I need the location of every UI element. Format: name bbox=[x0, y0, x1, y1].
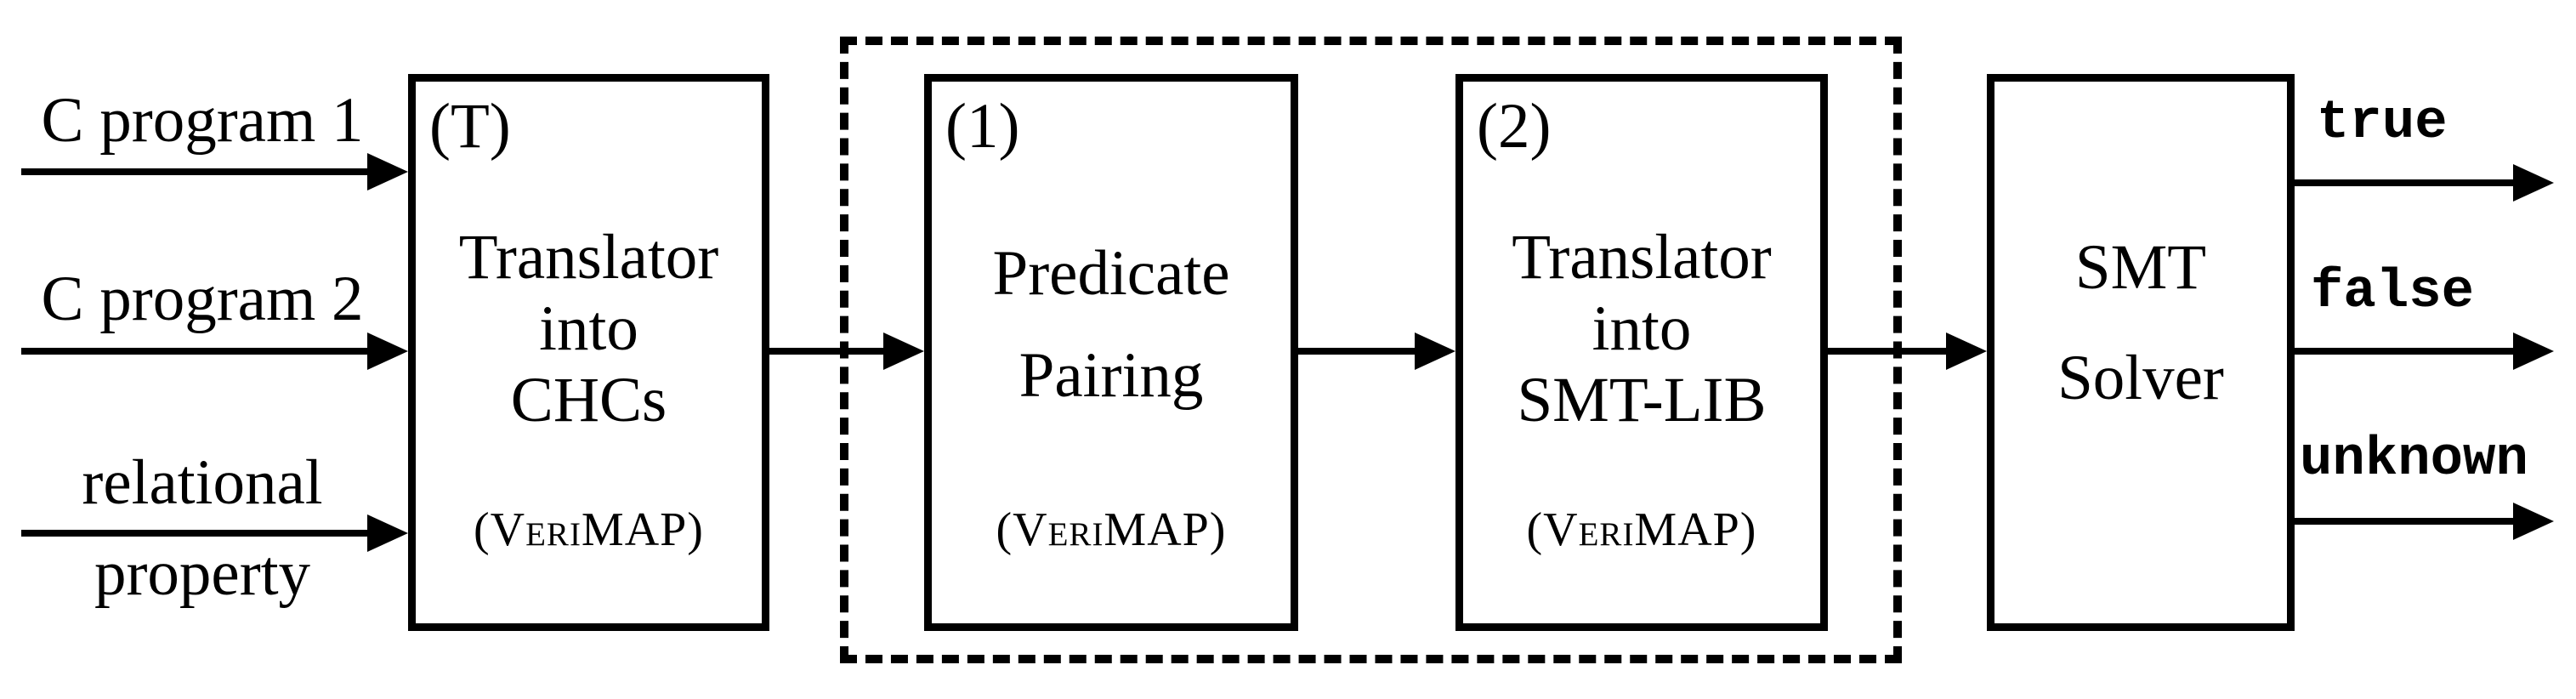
box-title-line: into bbox=[1592, 293, 1692, 364]
box-subtitle-verimap: (VeriMAP) bbox=[1526, 503, 1757, 556]
box-title-line: CHCs bbox=[510, 365, 667, 435]
box-title-line: SMT bbox=[2074, 232, 2207, 303]
box-title-line: Translator bbox=[1512, 222, 1772, 293]
box-title: SMT Solver bbox=[1994, 213, 2287, 434]
box-tag-T: (T) bbox=[429, 91, 511, 162]
output-label-false: false bbox=[2311, 262, 2475, 323]
box-title: Translator into CHCs bbox=[416, 222, 762, 436]
input-label-c-program-2: C program 2 bbox=[41, 264, 364, 334]
arrow-smtlib-translator-to-smt-solver bbox=[1828, 348, 1946, 355]
output-arrow-unknown bbox=[2295, 518, 2513, 525]
input-arrow-c-program-1 bbox=[21, 168, 367, 175]
box-predicate-pairing: (1) Predicate Pairing (VeriMAP) bbox=[924, 74, 1298, 631]
box-title-line: SMT-LIB bbox=[1517, 365, 1767, 435]
input-label-property: property bbox=[94, 538, 311, 609]
input-arrow-c-program-2 bbox=[21, 348, 367, 355]
output-label-true: true bbox=[2317, 93, 2448, 154]
box-title: Translator into SMT-LIB bbox=[1463, 222, 1820, 436]
box-smt-solver: SMT Solver bbox=[1987, 74, 2295, 631]
box-title-line: into bbox=[539, 293, 638, 364]
box-subtitle-verimap: (VeriMAP) bbox=[996, 503, 1227, 556]
box-tag-1: (1) bbox=[945, 91, 1020, 162]
input-label-c-program-1: C program 1 bbox=[41, 85, 364, 156]
output-label-unknown: unknown bbox=[2300, 429, 2528, 491]
box-title-line: Predicate bbox=[992, 238, 1230, 309]
input-arrow-relational-property bbox=[21, 530, 367, 537]
input-label-relational: relational bbox=[82, 447, 323, 518]
output-arrow-true bbox=[2295, 179, 2513, 186]
box-tag-2: (2) bbox=[1477, 91, 1552, 162]
output-arrow-false bbox=[2295, 348, 2513, 355]
box-title-line: Solver bbox=[2057, 343, 2224, 413]
box-title-line: Pairing bbox=[1018, 340, 1204, 411]
box-subtitle-verimap: (VeriMAP) bbox=[474, 503, 704, 556]
arrow-predicate-pairing-to-smtlib-translator bbox=[1298, 348, 1415, 355]
box-title-line: Translator bbox=[458, 222, 719, 293]
box-translator-into-smtlib: (2) Translator into SMT-LIB (VeriMAP) bbox=[1455, 74, 1828, 631]
box-translator-into-chcs: (T) Translator into CHCs (VeriMAP) bbox=[408, 74, 769, 631]
box-title: Predicate Pairing bbox=[932, 223, 1291, 427]
arrow-translator-to-predicate-pairing bbox=[769, 348, 883, 355]
